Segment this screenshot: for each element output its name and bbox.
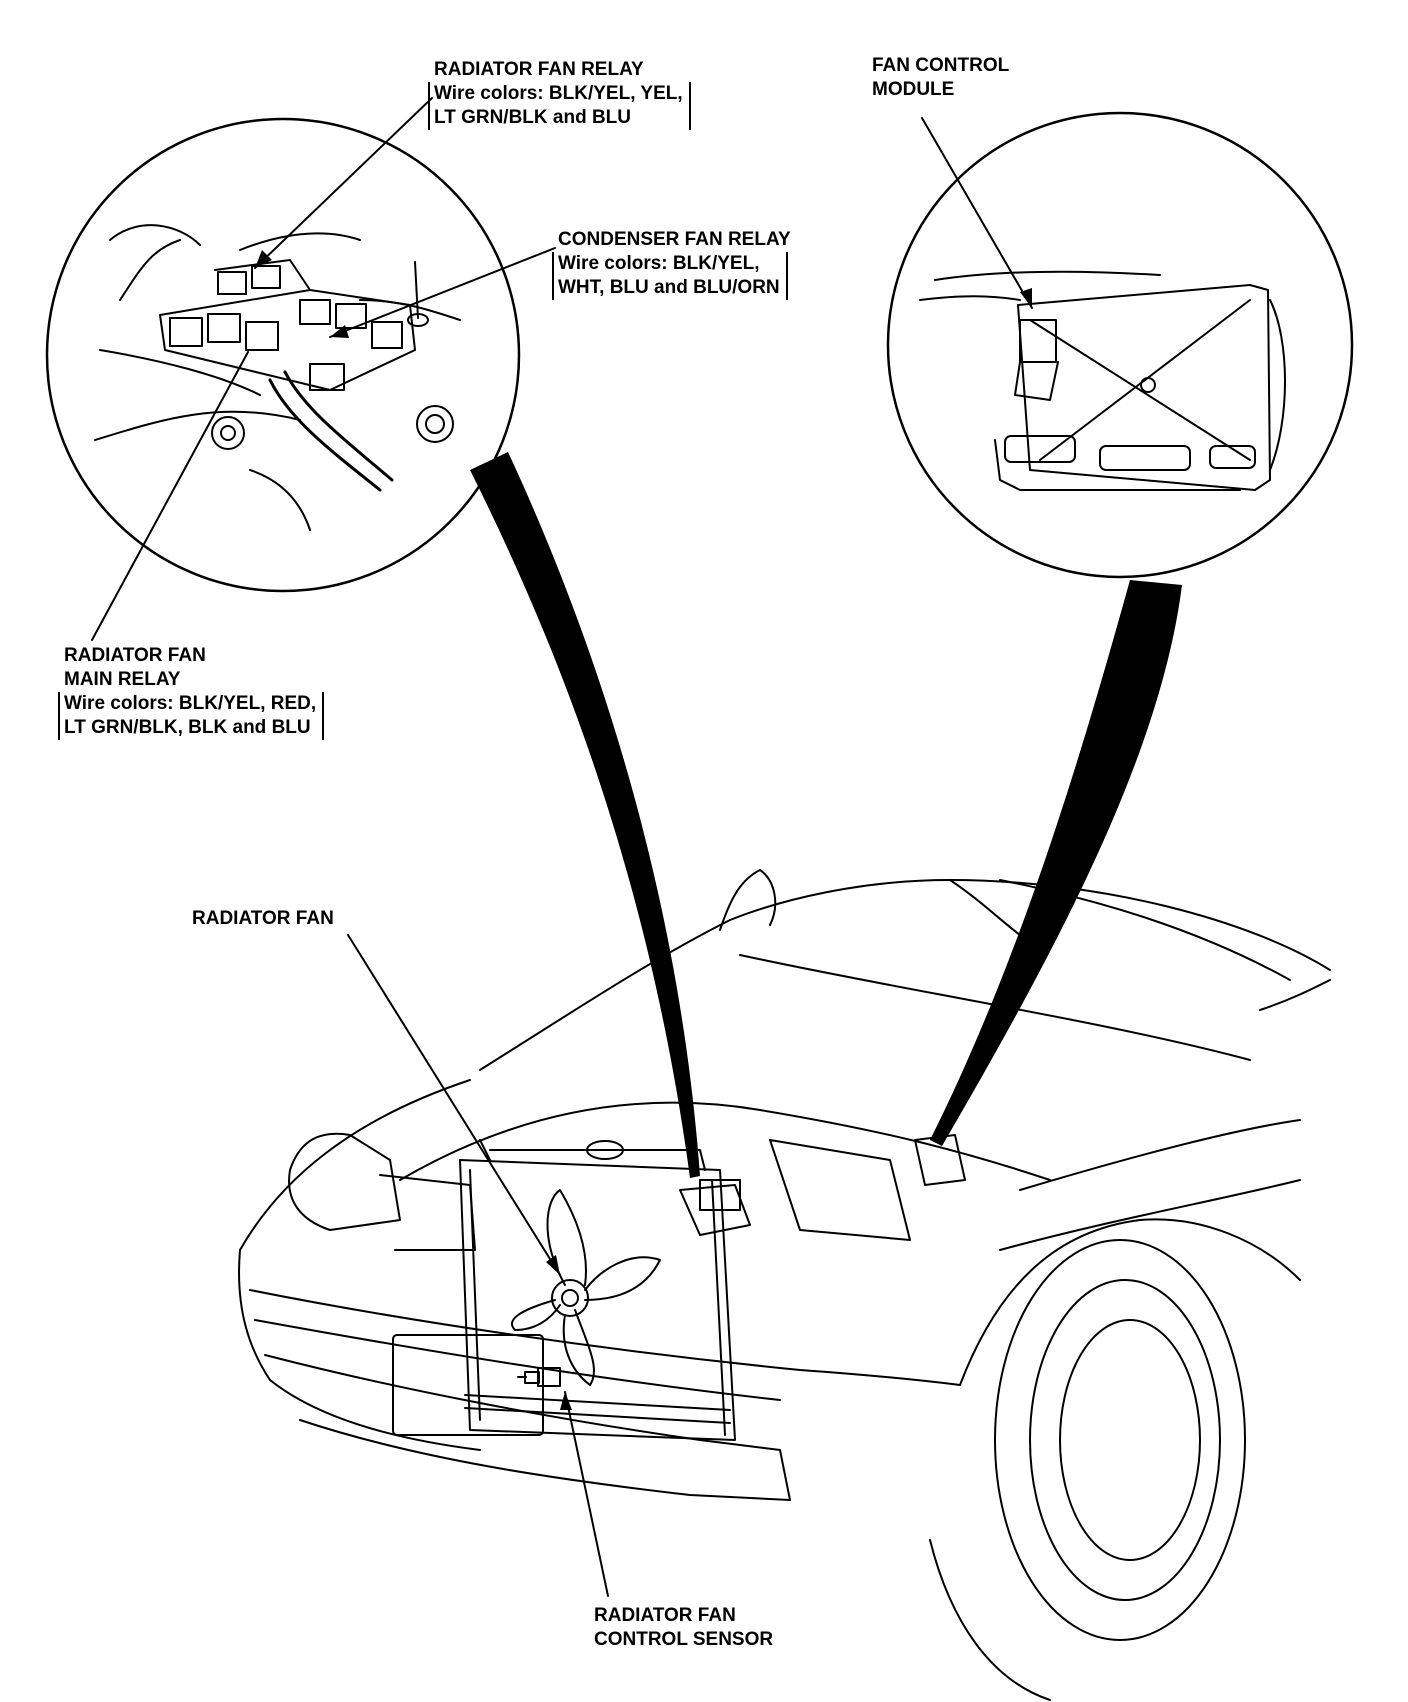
- module-location-box: [914, 1134, 966, 1186]
- radiator-fan-label: RADIATOR FAN: [192, 908, 334, 929]
- relay-callout-wedge: [470, 452, 700, 1178]
- radiator-fan-relay-title: RADIATOR FAN RELAY: [434, 59, 644, 80]
- condenser-fan-relay-title: CONDENSER FAN RELAY: [558, 229, 791, 250]
- headlight-left: [288, 1132, 401, 1231]
- condenser-fan-relay-wire-colors: Wire colors: BLK/YEL, WHT, BLU and BLU/O…: [552, 252, 788, 300]
- front-bumper: [249, 1289, 961, 1386]
- radiator-fan-control-sensor-label: RADIATOR FAN CONTROL SENSOR: [594, 1605, 774, 1650]
- condenser-fan-relay-label: CONDENSER FAN RELAY Wire colors: BLK/YEL…: [552, 228, 791, 300]
- front-wheel: [994, 1239, 1246, 1641]
- control-sensor-part: [517, 1367, 561, 1387]
- radiator-fan-blades: [510, 1189, 661, 1386]
- radiator-fan-relay-label: RADIATOR FAN RELAY Wire colors: BLK/YEL,…: [428, 58, 691, 130]
- radiator-assembly: [459, 1139, 751, 1441]
- arrowhead: [255, 250, 272, 268]
- arrowhead: [546, 1255, 560, 1275]
- fan-control-module-detail-circle: [886, 111, 1354, 579]
- module-callout-wedge: [930, 580, 1182, 1146]
- radiator-fan-main-relay-wire-colors: Wire colors: BLK/YEL, RED, LT GRN/BLK, B…: [58, 692, 325, 740]
- relay-box-detail-circle: [45, 117, 521, 593]
- fan-control-module-label: FAN CONTROL MODULE: [872, 55, 1010, 100]
- vehicle-front-outline: [238, 869, 1331, 1701]
- radiator-fan-main-relay-label: RADIATOR FAN MAIN RELAY Wire colors: BLK…: [58, 644, 325, 740]
- radiator-fan-relay-wire-colors: Wire colors: BLK/YEL, YEL, LT GRN/BLK an…: [428, 82, 691, 130]
- arrowhead: [560, 1392, 572, 1410]
- module-housing: [1017, 284, 1271, 491]
- arrowhead: [330, 325, 349, 338]
- arrowhead: [1020, 288, 1032, 308]
